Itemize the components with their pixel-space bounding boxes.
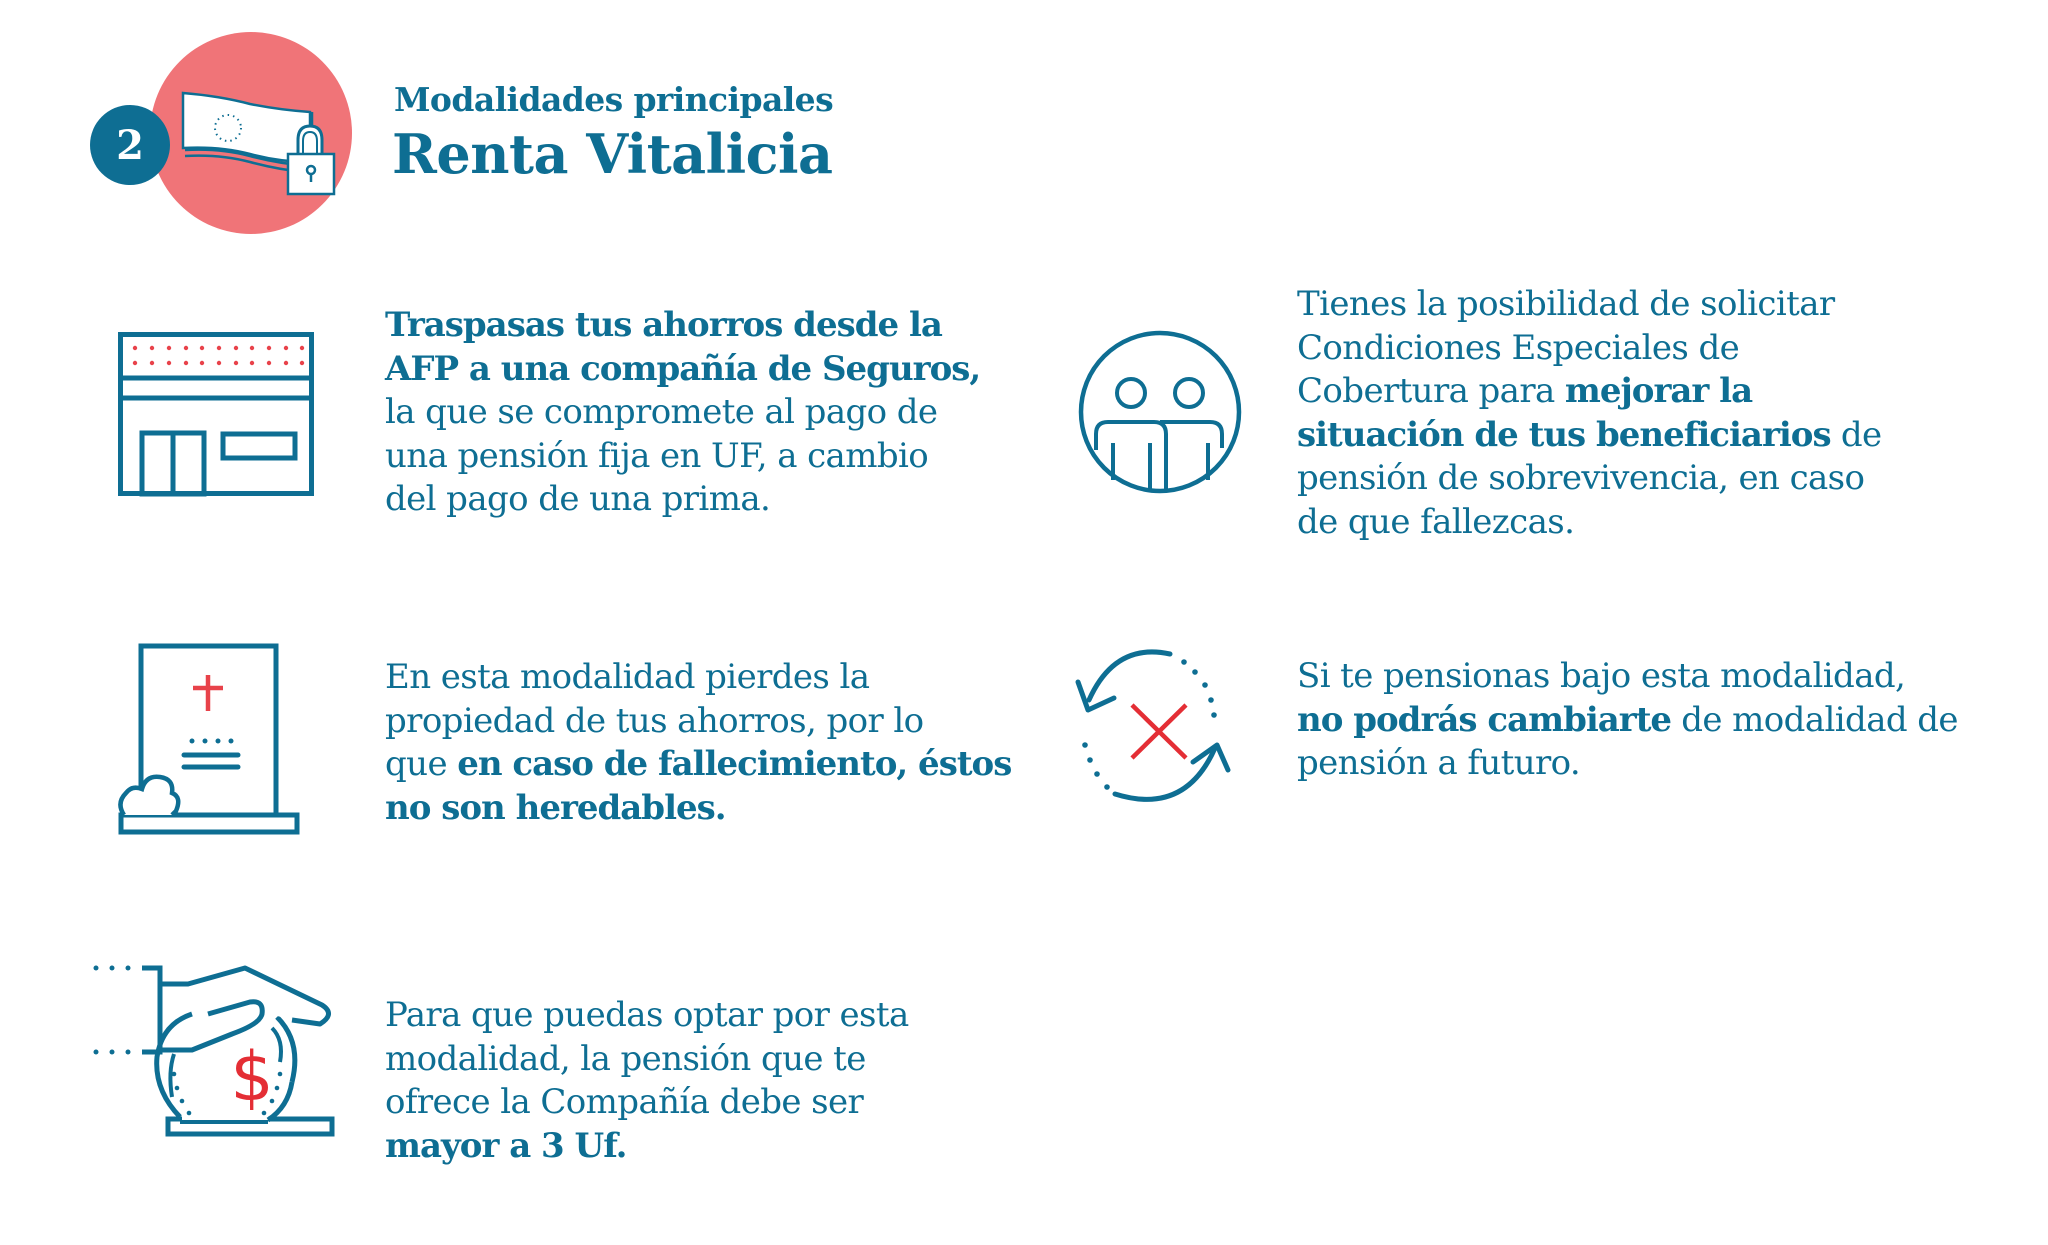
info-text-special-coverage: Tienes la posibilidad de solicitar Condi… bbox=[1297, 283, 1882, 544]
locked-banknote-icon bbox=[180, 88, 340, 198]
text-line: ofrece la Compañía debe ser bbox=[385, 1082, 864, 1122]
storefront-icon bbox=[118, 332, 314, 497]
text-line: no podrás cambiarte de modalidad de bbox=[1297, 699, 1959, 740]
text-line: Cobertura para mejorar la bbox=[1297, 371, 1753, 411]
info-text-minimum-pension: Para que puedas optar por esta modalidad… bbox=[385, 994, 909, 1168]
page-title: Renta Vitalicia bbox=[392, 122, 833, 186]
text-line: situación de tus beneficiarios de bbox=[1297, 414, 1882, 455]
no-change-cycle-icon bbox=[1075, 640, 1245, 810]
text-line: propiedad de tus ahorros, por lo bbox=[385, 700, 924, 741]
text-line: Si te pensionas bajo esta modalidad, bbox=[1297, 656, 1906, 696]
text-line: la que se compromete al pago de bbox=[385, 392, 938, 432]
text-line: una pensión fija en UF, a cambio bbox=[385, 435, 929, 476]
tombstone-icon bbox=[116, 643, 302, 835]
text-line: mayor a 3 Uf. bbox=[385, 1125, 627, 1166]
text-line: pensión de sobrevivencia, en caso bbox=[1297, 458, 1865, 498]
text-line: pensión a futuro. bbox=[1297, 743, 1581, 783]
info-text-inheritance: En esta modalidad pierdes la propiedad d… bbox=[385, 656, 1012, 830]
text-line: Tienes la posibilidad de solicitar bbox=[1297, 284, 1835, 324]
hand-over-coin-icon: $ bbox=[92, 962, 342, 1142]
dollar-sign: $ bbox=[230, 1038, 273, 1117]
step-number-badge: 2 bbox=[90, 105, 170, 185]
page-subtitle: Modalidades principales bbox=[394, 80, 834, 119]
text-line: En esta modalidad pierdes la bbox=[385, 657, 870, 697]
text-line: no son heredables. bbox=[385, 787, 727, 828]
text-line: Condiciones Especiales de bbox=[1297, 327, 1740, 368]
text-line: del pago de una prima. bbox=[385, 479, 771, 519]
text-line: que en caso de fallecimiento, éstos bbox=[385, 744, 1012, 784]
info-text-transfer: Traspasas tus ahorros desde la AFP a una… bbox=[385, 304, 981, 522]
info-text-no-change: Si te pensionas bajo esta modalidad, no … bbox=[1297, 655, 1959, 786]
text-line: Para que puedas optar por esta bbox=[385, 995, 909, 1035]
beneficiaries-people-icon bbox=[1078, 330, 1242, 494]
text-line: Traspasas tus ahorros desde la bbox=[385, 305, 943, 345]
text-line: de que fallezcas. bbox=[1297, 501, 1575, 542]
text-line: AFP a una compañía de Seguros, bbox=[385, 348, 981, 389]
text-line: modalidad, la pensión que te bbox=[385, 1038, 866, 1079]
